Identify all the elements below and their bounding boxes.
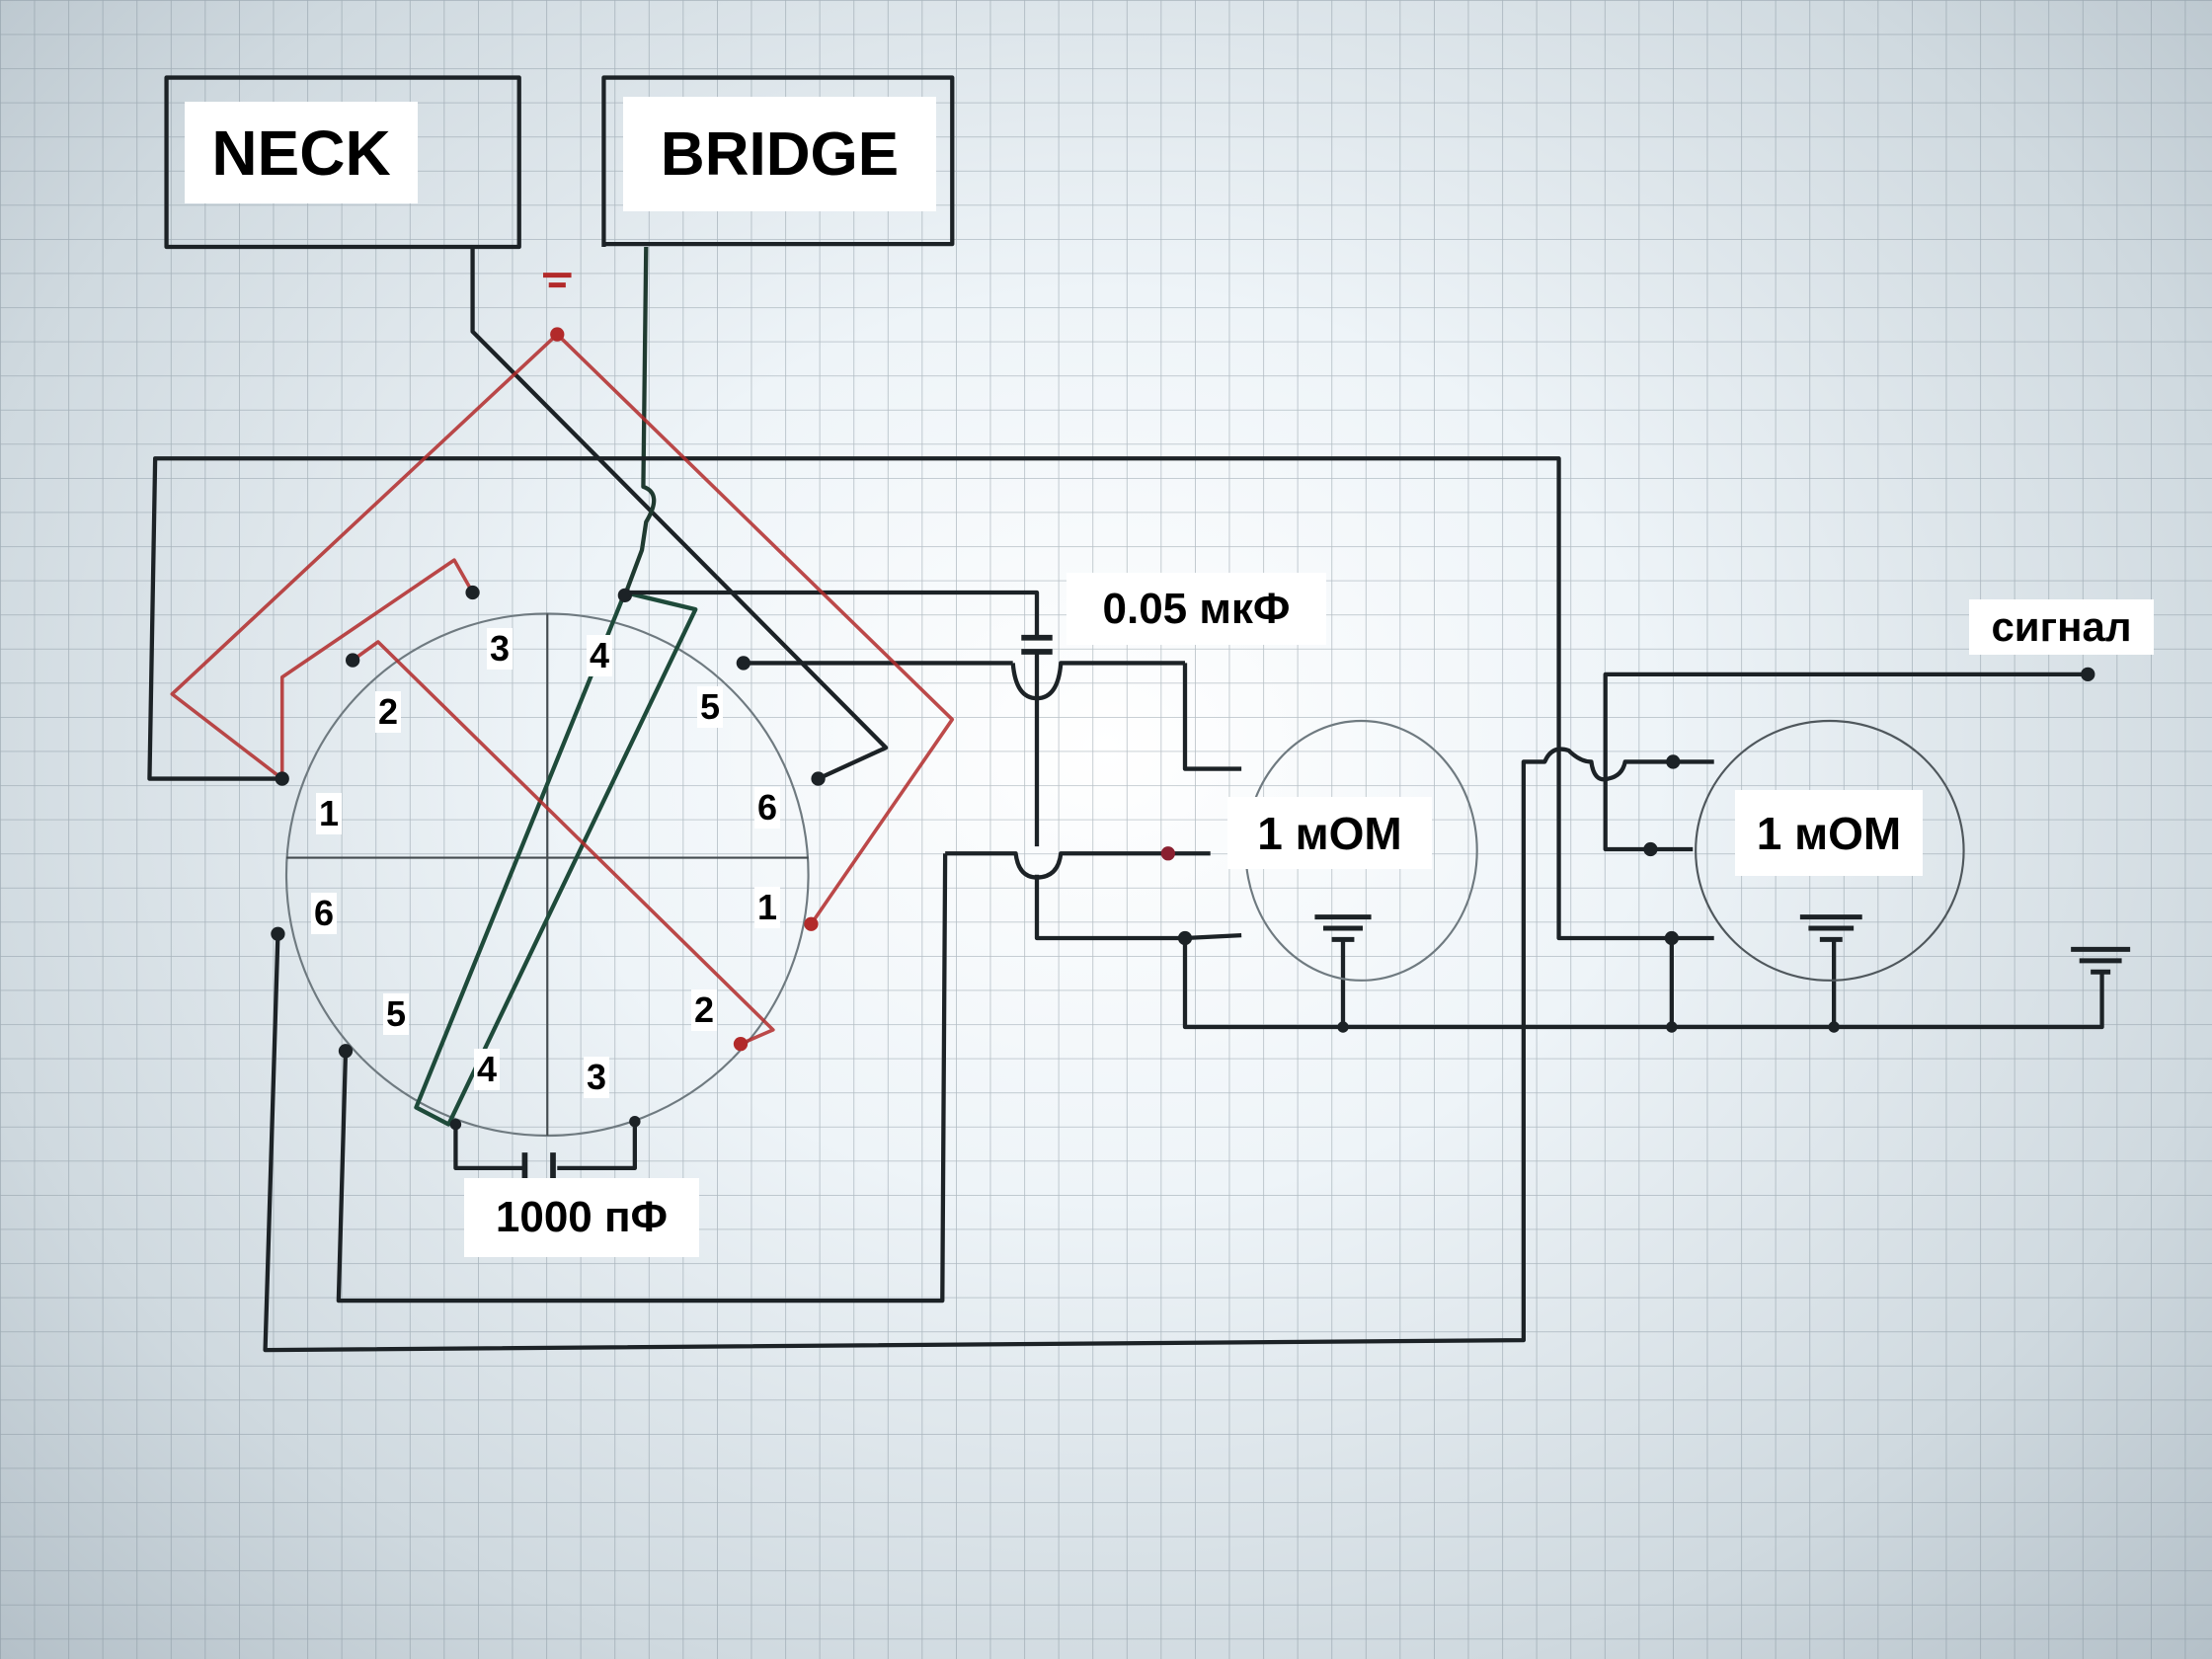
switch-pin-label: 5 [383, 993, 409, 1035]
switch-pin-label: 6 [311, 893, 337, 934]
tone-pot-label: 1 мОМ [1735, 790, 1923, 876]
bridge-hot-wire [622, 246, 657, 596]
tone-pot-body [1695, 719, 1965, 982]
bridge-pickup-outline [601, 75, 955, 247]
neck-pickup-outline [164, 75, 521, 250]
switch-pin-label: 4 [587, 635, 612, 676]
pin2-red-loop [352, 640, 775, 1046]
pot2-ground-wire [1340, 938, 1837, 1027]
pin5-wire [743, 661, 1242, 771]
outer-loop-wire [147, 456, 1714, 941]
pin3-red-wire [279, 558, 475, 779]
tone-capacitor-label: 0.05 мкФ [1066, 573, 1326, 645]
tone-cap-lower-lead [1034, 652, 1242, 941]
ground-red-wire-left [170, 333, 559, 780]
treble-capacitor-label: 1000 пФ [464, 1178, 699, 1257]
neck-pickup-label: NECK [185, 102, 418, 203]
switch-pin-label: 2 [375, 691, 401, 733]
switch-pin-label: 3 [487, 628, 513, 670]
pin5-left-wire [336, 853, 948, 1304]
ground-symbols [543, 273, 2131, 975]
switch-jumper-bar [414, 590, 698, 1127]
switch-pin-label: 1 [316, 793, 342, 834]
neck-hot-wire [470, 247, 889, 781]
switch-pin-label: 3 [584, 1057, 609, 1098]
ground-red-wire-right [556, 333, 955, 925]
pin6-left-wire [263, 747, 1714, 1353]
cap-hop-1 [1010, 661, 1185, 701]
solder-points [271, 327, 2095, 1131]
switch-pin-label: 5 [697, 686, 723, 728]
ground-bus [1182, 938, 2104, 1030]
switch-pin-label: 4 [474, 1049, 500, 1090]
switch-pin-label: 2 [691, 989, 717, 1031]
switch-pin-label: 1 [754, 887, 780, 928]
output-signal-label: сигнал [1969, 599, 2154, 655]
pot1-mid-wire [945, 851, 1211, 880]
bridge-pickup-label: BRIDGE [623, 97, 936, 211]
switch-pin-label: 6 [754, 787, 780, 829]
pin34-cap-wire [453, 1121, 637, 1170]
volume-pot-label: 1 мОМ [1227, 797, 1432, 869]
tone-wire-pin4 [624, 590, 1040, 638]
